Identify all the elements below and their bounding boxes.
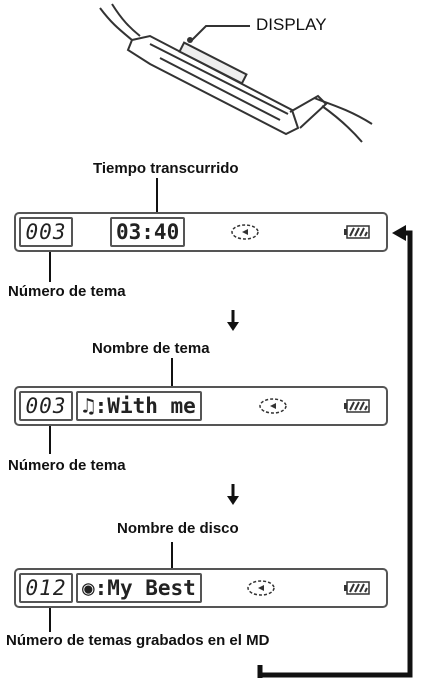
disc-rotation-icon [231,224,259,240]
track-name-display: ♫:With me [76,391,202,421]
track-count-display: 012 [19,573,73,603]
elapsed-time-display: 03:40 [110,217,186,247]
lcd-panel-elapsed: 003 03:40 [14,212,388,252]
lcd-panel-disc-name: 012 ◉:My Best [14,568,388,608]
label-track-number: Número de tema [8,283,126,300]
disc-name-value: My Best [107,576,196,600]
battery-icon [344,225,370,239]
display-callout-label: DISPLAY [256,15,327,34]
track-number-display: 003 [19,217,73,247]
label-track-number: Número de tema [8,457,126,474]
label-track-name: Nombre de tema [92,340,210,357]
disc-name-display: ◉:My Best [76,573,202,603]
battery-icon [344,399,370,413]
remote-control-illustration [99,3,373,143]
track-name-value: With me [107,394,196,418]
label-tracks-recorded: Número de temas grabados en el MD [6,632,270,649]
lcd-panel-track-name: 003 ♫:With me [14,386,388,426]
battery-icon [344,581,370,595]
music-note-icon: ♫: [82,394,108,418]
label-disc-name: Nombre de disco [117,520,239,537]
disc-icon: ◉: [82,576,108,600]
disc-rotation-icon [259,398,287,414]
track-number-display: 003 [19,391,73,421]
label-elapsed-time: Tiempo transcurrido [93,160,239,177]
elapsed-time-value: 03:40 [116,220,180,244]
disc-rotation-icon [247,580,275,596]
